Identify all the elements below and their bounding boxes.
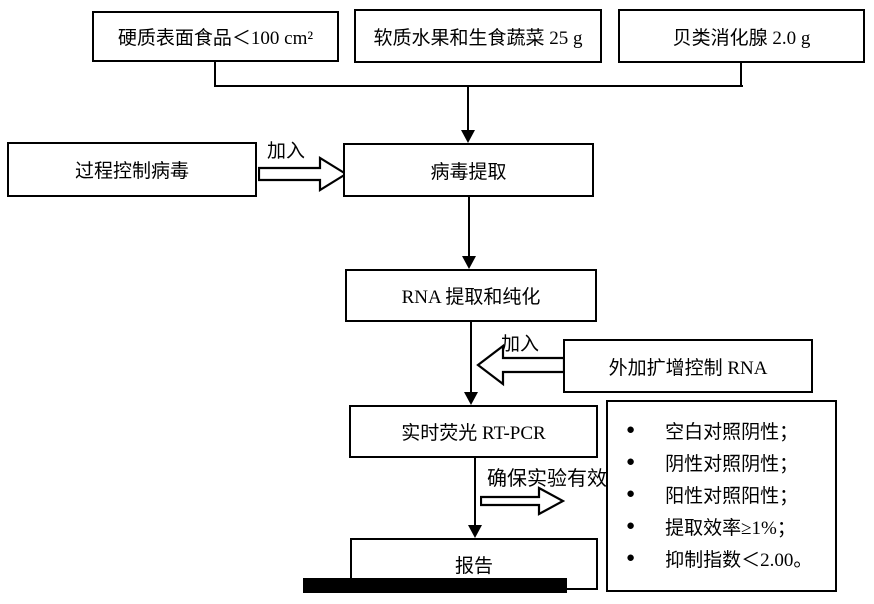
arrow-down-icon — [468, 525, 482, 538]
node-spiked-amplification-control-rna-label: 外加扩增控制 RNA — [608, 357, 768, 379]
node-soft-produce: 软质水果和生食蔬菜 25 g — [354, 9, 602, 63]
node-shellfish-gland: 贝类消化腺 2.0 g — [618, 9, 865, 63]
block-arrow-right-icon — [479, 486, 566, 516]
arrow-virus-to-rna-shaft — [468, 197, 470, 258]
arrow-down-icon — [461, 130, 475, 143]
node-rna-extraction-label: RNA 提取和纯化 — [401, 287, 541, 308]
arrow-merge-to-virus-extraction-shaft — [467, 86, 469, 131]
add-label-process-control: 加入 — [267, 141, 306, 162]
criteria-item: ● 抑制指数＜2.00。 — [622, 542, 835, 574]
bullet-icon: ● — [626, 485, 636, 502]
bullet-icon: ● — [626, 421, 636, 438]
node-process-control-virus: 过程控制病毒 — [7, 142, 257, 197]
criteria-item-label: 空白对照阴性； — [665, 421, 799, 443]
node-report-label: 报告 — [454, 555, 493, 577]
criteria-item-label: 抑制指数＜2.00。 — [665, 549, 813, 571]
node-soft-produce-label: 软质水果和生食蔬菜 25 g — [373, 27, 583, 49]
node-hard-surface-food-label: 硬质表面食品＜100 cm² — [117, 28, 314, 49]
criteria-item-label: 提取效率≥1%； — [665, 517, 796, 539]
bullet-icon: ● — [626, 453, 636, 470]
node-virus-extraction-label: 病毒提取 — [430, 161, 507, 183]
node-hard-surface-food: 硬质表面食品＜100 cm² — [92, 11, 339, 62]
criteria-item: ● 提取效率≥1%； — [622, 510, 835, 542]
arrow-down-icon — [464, 392, 478, 405]
arrow-down-icon — [462, 256, 476, 269]
node-rna-extraction: RNA 提取和纯化 — [345, 269, 597, 322]
arrow-rtpcr-to-report-shaft — [474, 458, 476, 526]
connector-shellfish-down — [740, 62, 742, 86]
node-spiked-amplification-control-rna: 外加扩增控制 RNA — [563, 339, 813, 393]
node-process-control-virus-label: 过程控制病毒 — [74, 161, 189, 182]
connector-merge-horizontal — [214, 85, 743, 87]
bullet-icon: ● — [626, 549, 636, 566]
add-label-amplification-control: 加入 — [501, 334, 540, 355]
criteria-item: ● 阳性对照阳性； — [622, 478, 835, 510]
block-arrow-left-icon — [476, 342, 566, 388]
node-realtime-rtpcr: 实时荧光 RT-PCR — [349, 405, 598, 458]
criteria-item: ● 阴性对照阴性； — [622, 446, 835, 478]
criteria-item-label: 阳性对照阳性； — [665, 485, 799, 507]
node-virus-extraction: 病毒提取 — [343, 143, 594, 197]
block-arrow-right-icon — [257, 155, 349, 193]
validity-criteria-panel: ● 空白对照阴性； ● 阴性对照阴性； ● 阳性对照阳性； ● 提取效率≥1%；… — [606, 400, 837, 592]
node-realtime-rtpcr-label: 实时荧光 RT-PCR — [401, 423, 546, 444]
arrow-rna-to-rtpcr-shaft — [470, 321, 472, 393]
bullet-icon: ● — [626, 517, 636, 534]
connector-hard-surface-down — [214, 61, 216, 86]
ensure-valid-label: 确保实验有效 — [487, 468, 607, 490]
node-shellfish-gland-label: 贝类消化腺 2.0 g — [672, 27, 811, 49]
criteria-item-label: 阴性对照阴性； — [665, 453, 799, 475]
black-bar — [303, 578, 567, 593]
criteria-item: ● 空白对照阴性； — [622, 414, 835, 446]
